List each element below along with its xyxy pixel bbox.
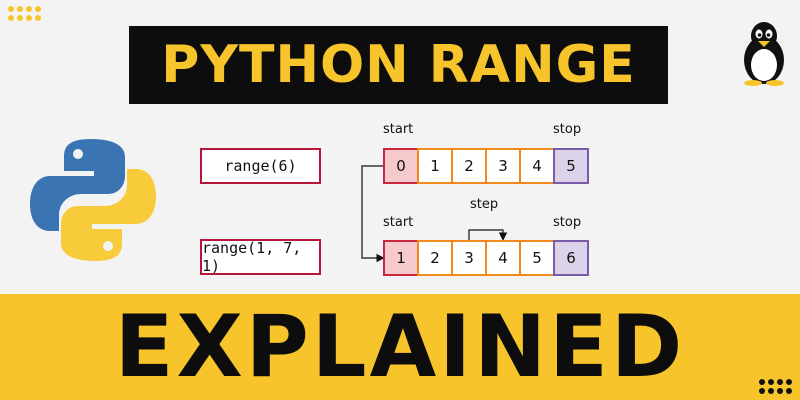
cell-start — [383, 240, 419, 276]
row-one — [383, 148, 589, 184]
cell-value: 6 — [566, 249, 576, 267]
page-title: PYTHON RANGE — [161, 35, 636, 95]
connector-arrow — [361, 165, 385, 263]
cell-value: 5 — [532, 249, 542, 267]
decorative-dots-bottom-right — [759, 379, 792, 394]
cell-stop — [553, 240, 589, 276]
title-banner: PYTHON RANGE — [129, 26, 668, 104]
cell-value: 4 — [532, 157, 542, 175]
cell-value: 1 — [430, 157, 440, 175]
cell-value: 3 — [498, 157, 508, 175]
cell-value: 0 — [396, 157, 406, 175]
label-stop: stop — [553, 215, 581, 230]
cell — [451, 240, 487, 276]
cell-value: 1 — [396, 249, 406, 267]
decorative-dots-top-left — [8, 6, 41, 21]
cell — [451, 148, 487, 184]
cell — [485, 148, 521, 184]
cell-value: 3 — [464, 249, 474, 267]
code-text: range(1, 7, 1) — [202, 239, 302, 275]
footer-title: EXPLAINED — [114, 297, 686, 397]
tux-penguin-icon — [744, 22, 784, 86]
label-stop: stop — [553, 122, 581, 137]
label-start: start — [383, 215, 413, 230]
label-start: start — [383, 122, 413, 137]
cell-value: 5 — [566, 157, 576, 175]
cell-stop — [553, 148, 589, 184]
python-logo-icon — [30, 139, 156, 261]
step-arrow — [468, 229, 508, 241]
cell — [417, 240, 453, 276]
cell-value: 2 — [430, 249, 440, 267]
footer-banner: EXPLAINED — [0, 294, 800, 400]
code-range-six: range(6) — [200, 148, 321, 184]
row-two — [383, 240, 589, 276]
cell-value: 2 — [464, 157, 474, 175]
cell-start — [383, 148, 419, 184]
code-range-one-seven-one: range(1, 7, 1) — [200, 239, 321, 275]
code-text: range(6) — [224, 157, 297, 175]
cell-value: 4 — [498, 249, 508, 267]
label-step: step — [470, 197, 498, 212]
cell — [519, 148, 555, 184]
